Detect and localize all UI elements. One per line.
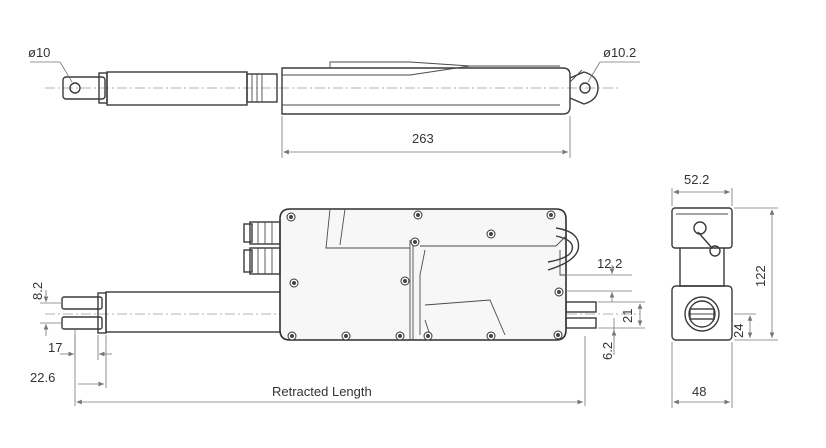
rear-eye-diameter-label: ø10.2 <box>603 45 636 60</box>
slot-width-label: 21 <box>620 309 635 323</box>
front-view: 12.2 21 6.2 8.2 17 22.6 Retracted Length <box>30 208 645 406</box>
rod-offset-label: 8.2 <box>30 282 45 300</box>
front-offset-22-6-label: 22.6 <box>30 370 55 385</box>
rear-offset-label: 24 <box>731 324 746 338</box>
rear-lower-label: 6.2 <box>600 342 615 360</box>
rod-eye-diameter-label: ø10 <box>28 45 50 60</box>
retracted-length-label: Retracted Length <box>272 384 372 399</box>
top-view: ø10 ø10.2 263 <box>28 45 640 158</box>
cable-offset-label: 12.2 <box>597 256 622 271</box>
front-offset-17-label: 17 <box>48 340 62 355</box>
side-view: 52.2 122 24 48 <box>671 172 778 408</box>
housing-screws <box>286 210 564 341</box>
housing-height-label: 122 <box>753 265 768 287</box>
housing-length-label: 263 <box>412 131 434 146</box>
side-depth-label: 48 <box>692 384 706 399</box>
housing-width-label: 52.2 <box>684 172 709 187</box>
